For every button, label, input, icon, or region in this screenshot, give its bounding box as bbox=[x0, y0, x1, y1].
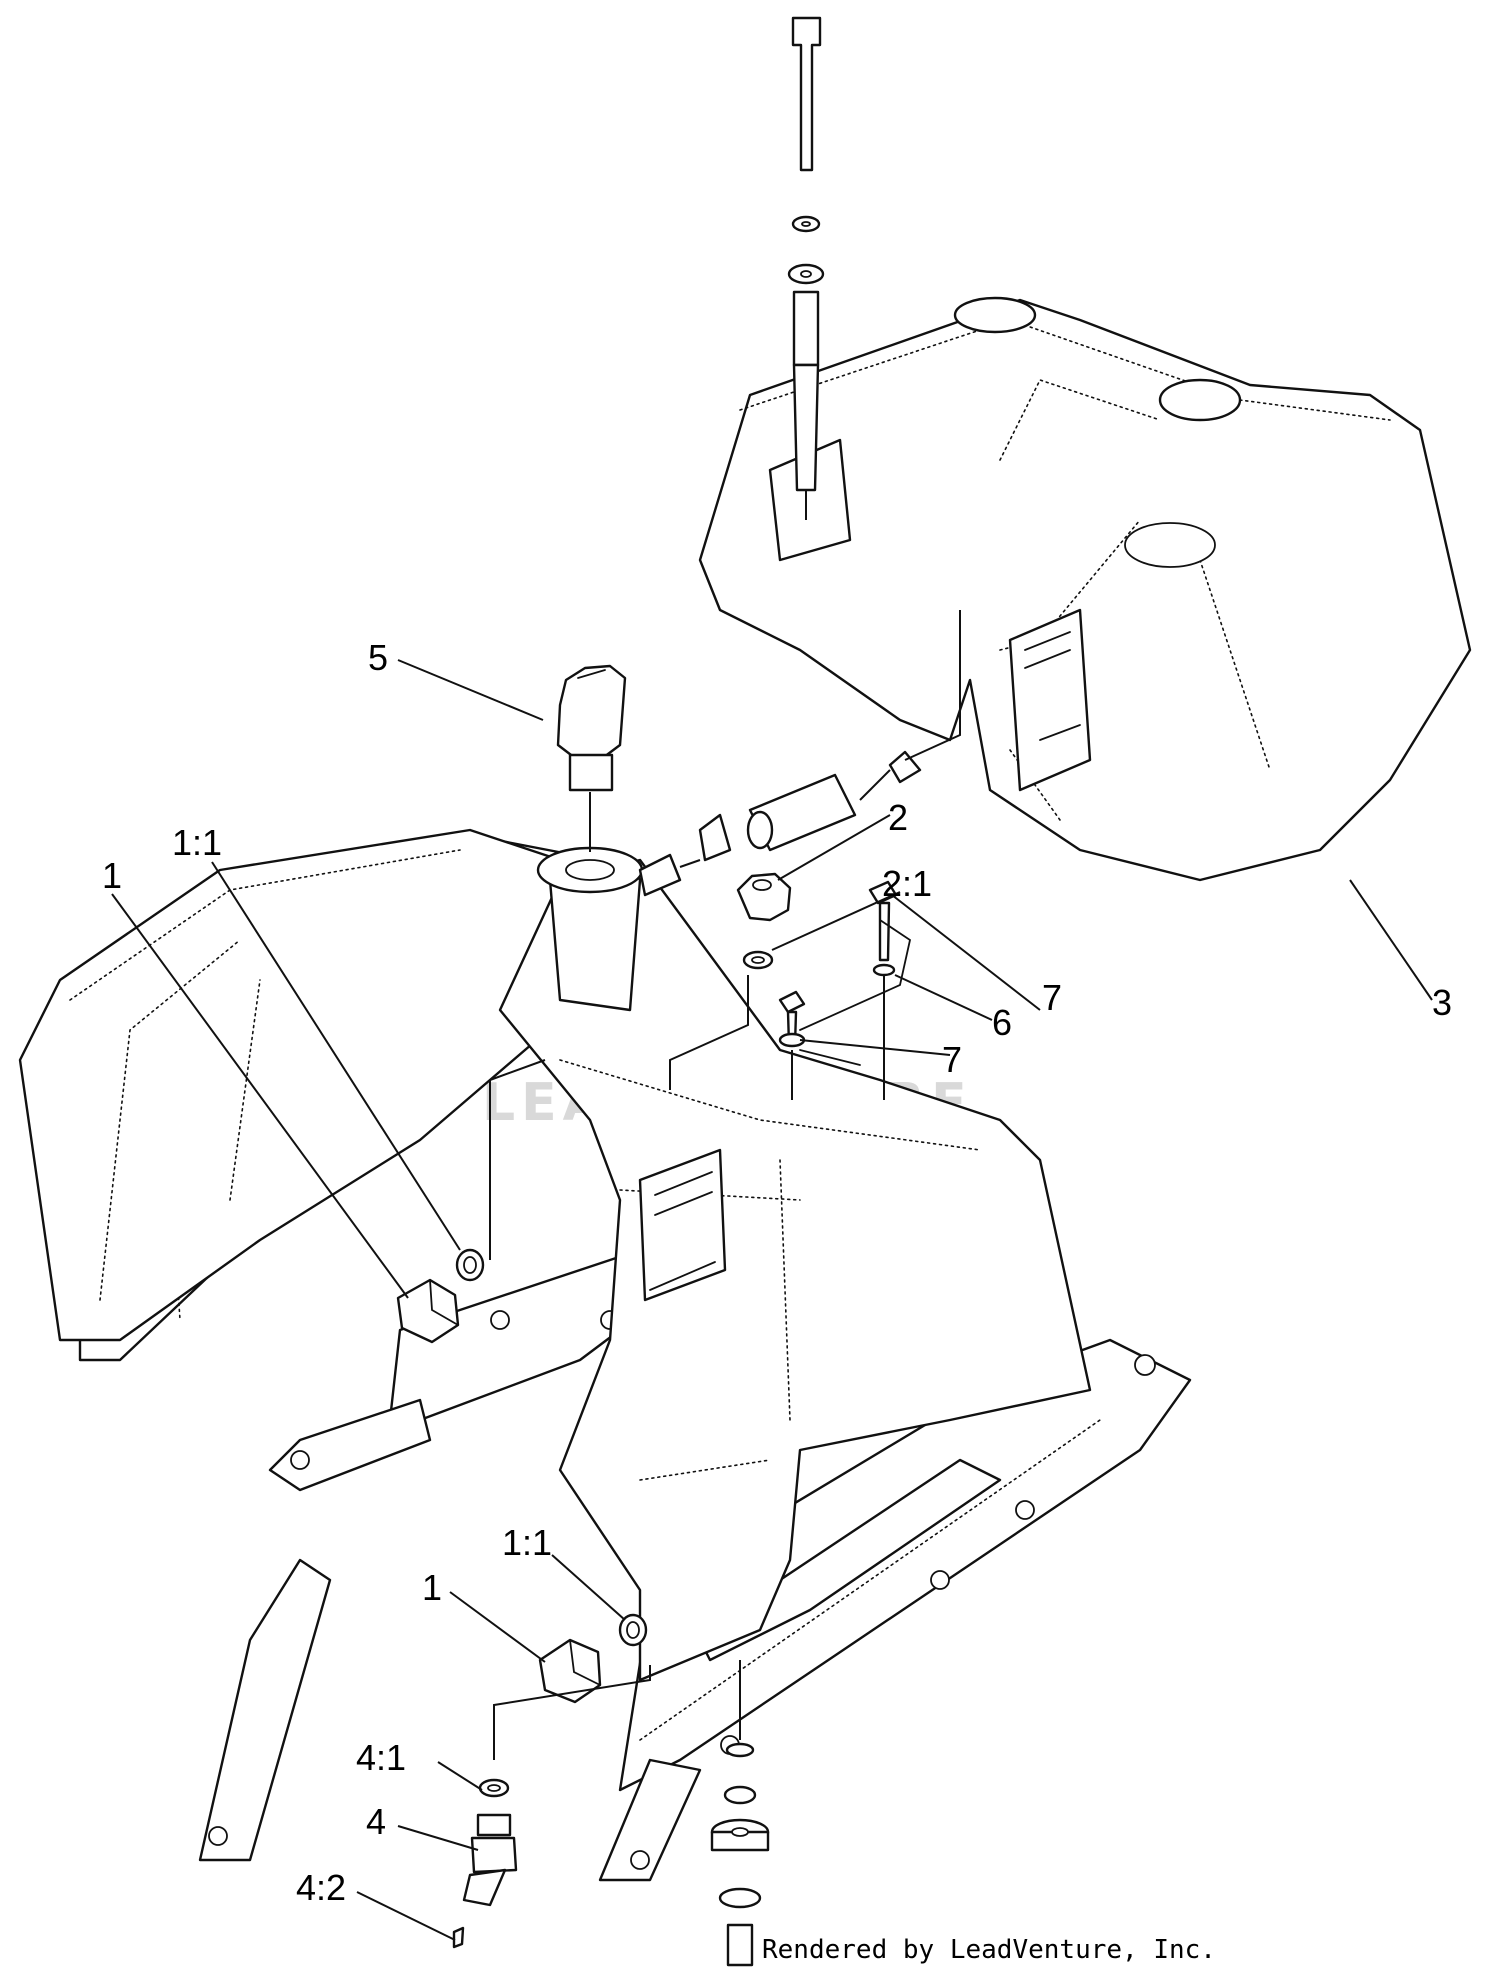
callout-labels: 5 1:1 1 2 2:1 7 6 7 3 1:1 1 4:1 4 4:2 bbox=[102, 637, 1452, 1908]
callout-1-1-lower: 1:1 bbox=[502, 1522, 552, 1563]
bottom-bolt-stack bbox=[710, 1660, 770, 1967]
callout-4-2: 4:2 bbox=[296, 1867, 346, 1908]
lower-drain-plug bbox=[538, 1613, 648, 1704]
top-bolt-stack bbox=[787, 16, 825, 520]
callout-4-1: 4:1 bbox=[356, 1737, 406, 1778]
callout-7-upper: 7 bbox=[1042, 977, 1062, 1018]
cap-part-2 bbox=[669, 872, 792, 1090]
callout-leaders bbox=[111, 659, 1433, 1941]
upper-tank bbox=[698, 296, 1472, 882]
callout-6: 6 bbox=[992, 1002, 1012, 1043]
callout-3: 3 bbox=[1432, 982, 1452, 1023]
credit-text: Rendered by LeadVenture, Inc. bbox=[762, 1935, 1216, 1965]
callout-1-lower: 1 bbox=[422, 1567, 442, 1608]
filler-neck bbox=[536, 846, 682, 1012]
upper-drain-plug bbox=[396, 1059, 546, 1344]
lower-tank bbox=[498, 858, 1092, 1682]
breather-cap bbox=[556, 664, 627, 852]
callout-1-1-upper: 1:1 bbox=[172, 822, 222, 863]
callout-2-1: 2:1 bbox=[882, 863, 932, 904]
callout-2: 2 bbox=[888, 797, 908, 838]
hose-fittings bbox=[679, 610, 961, 868]
bolts-and-clamp bbox=[778, 880, 912, 1100]
lower-fitting bbox=[452, 1665, 651, 1949]
callout-7-lower: 7 bbox=[942, 1039, 962, 1080]
callout-4: 4 bbox=[366, 1801, 386, 1842]
callout-5: 5 bbox=[368, 637, 388, 678]
callout-1-upper: 1 bbox=[102, 855, 122, 896]
